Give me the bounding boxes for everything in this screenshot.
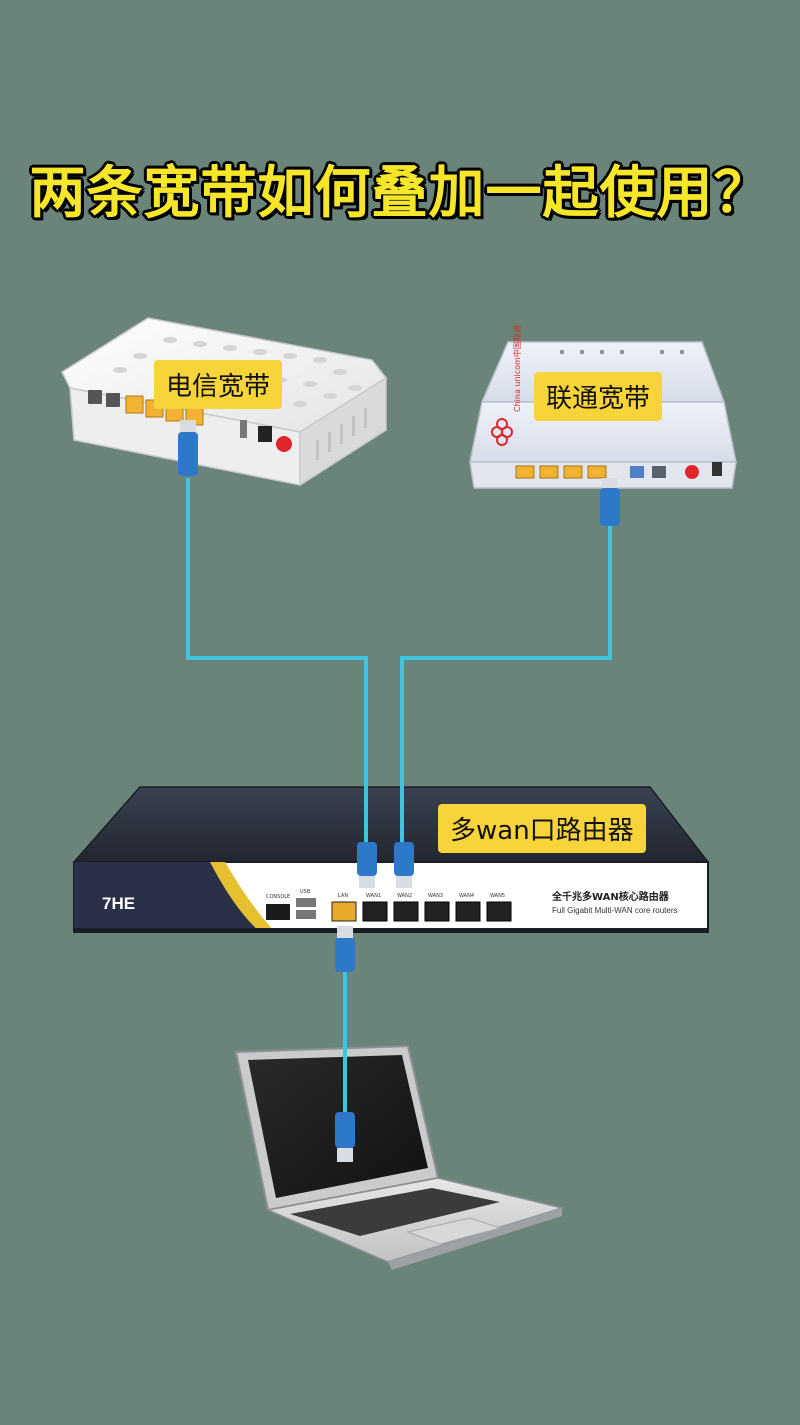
router-brand: 7HE [102,894,135,913]
page-title: 两条宽带如何叠加一起使用？ [29,161,771,226]
rj45-connector-icon [335,926,355,972]
ethernet-cables [186,478,612,1118]
port-label-wan2: WAN2 [397,893,412,899]
rj45-connector-icon [178,420,198,476]
port-label-usb: USB [300,889,311,895]
port-label-wan5: WAN5 [490,893,505,899]
power-button-icon [276,436,292,452]
unicom-brand-text: China unicom中国联通 [512,325,522,412]
power-button-icon [685,465,699,479]
port-label-wan1: WAN1 [366,893,381,899]
unicom-broadband-label: 联通宽带 [534,372,663,421]
port-label-console: CONSOLE [266,894,290,900]
rj45-connector-icon [600,478,620,526]
china-unicom-logo-icon [491,418,513,446]
port-label-lan: LAN [338,893,348,899]
cable-telecom-to-router [186,478,368,846]
cable-unicom-to-router [400,520,612,846]
telecom-broadband-label: 电信宽带 [154,360,283,409]
router-label: 多wan口路由器 [438,804,646,853]
router-model-en: Full Gigabit Multi-WAN core routers [552,906,678,915]
laptop [234,1044,565,1270]
unicom-modem [469,341,737,489]
rj45-connector-icon [357,842,377,888]
rj45-connector-icon [394,842,414,888]
port-label-wan3: WAN3 [428,893,443,899]
port-label-wan4: WAN4 [459,893,474,899]
rj45-connector-icon [335,1112,355,1162]
router-model-cn: 全千兆多WAN核心路由器 [551,890,670,903]
